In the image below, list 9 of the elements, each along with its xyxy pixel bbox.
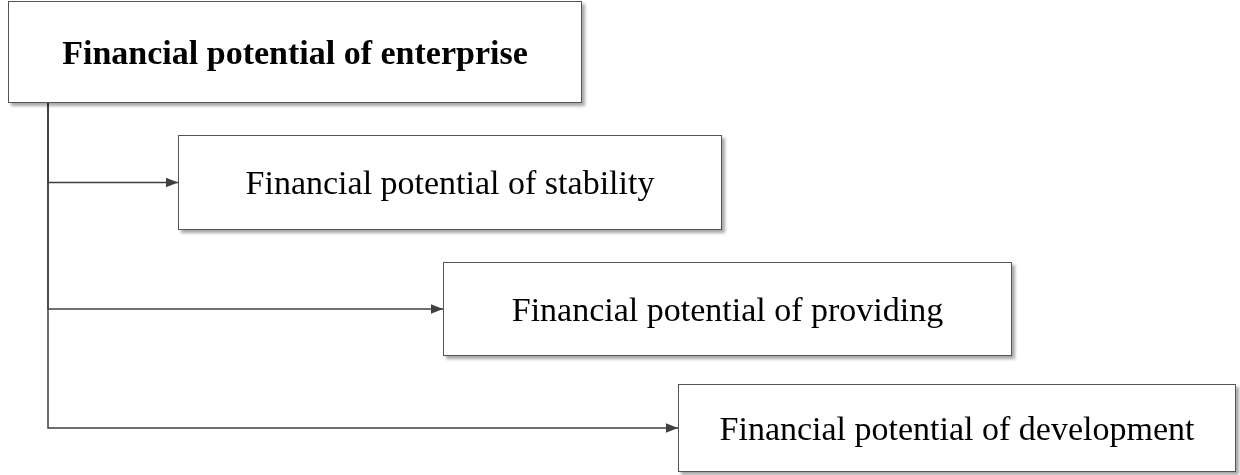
text-box: [8, 1, 582, 103]
box-label: Financial potential of providing: [511, 289, 944, 330]
box-label: Financial potential of development: [719, 408, 1195, 449]
text-box: [678, 384, 1236, 472]
text-box: [178, 135, 722, 230]
box-label: Financial potential of stability: [245, 163, 655, 203]
box-label: Financial potential of enterprise: [62, 32, 528, 73]
connector-arrow: [47, 102, 679, 433]
text-box: [443, 262, 1012, 356]
